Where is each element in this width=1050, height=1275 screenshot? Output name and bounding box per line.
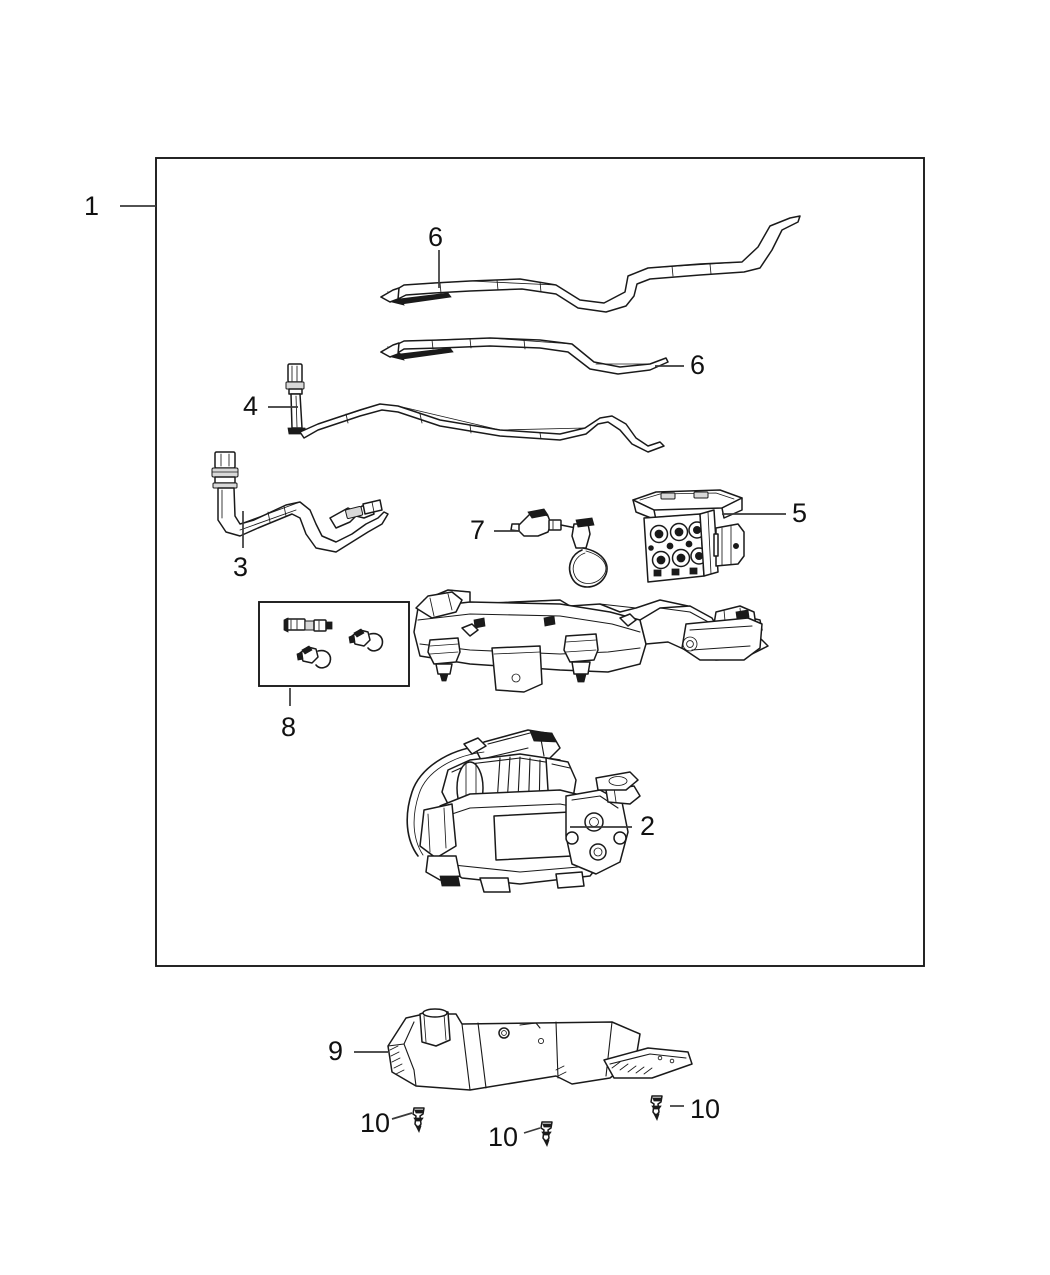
air-spring-center <box>563 633 599 683</box>
callout-6-air-line-upper: 6 <box>428 222 444 252</box>
callout-10-retainer-left-leader <box>391 1112 413 1120</box>
callout-10-retainer-center-leader <box>523 1127 541 1134</box>
part-4-air-tube <box>299 403 665 453</box>
callout-7-height-sensor: 7 <box>470 515 486 545</box>
part-10-retainer-center <box>540 1121 553 1148</box>
callout-8-fittings-kit: 8 <box>281 712 297 742</box>
air-spring-left <box>427 637 461 682</box>
part-2-air-compressor <box>406 729 641 893</box>
suspension-crossmember <box>413 589 769 693</box>
callout-1-assembly: 1 <box>84 191 100 221</box>
assembly-group-box <box>155 157 925 967</box>
callout-2-air-compressor: 2 <box>640 811 656 841</box>
callout-10-retainer-left: 10 <box>360 1108 391 1138</box>
part-7-ride-height-sensor <box>510 508 608 588</box>
part-4-valve-stem <box>285 363 308 435</box>
part-8-fittings-kit <box>258 601 410 687</box>
part-3-air-supply-hose <box>211 451 389 553</box>
callout-9-skid-shield: 9 <box>328 1036 344 1066</box>
part-5-solenoid-valve-block <box>632 489 745 583</box>
part-6-air-line-lower <box>380 337 669 375</box>
part-10-retainer-right <box>650 1095 663 1122</box>
callout-6-air-line-lower: 6 <box>690 350 706 380</box>
part-6-air-line-upper <box>380 215 801 313</box>
callout-5-valve-block: 5 <box>792 498 808 528</box>
callout-4-valve-stem: 4 <box>243 391 259 421</box>
callout-10-retainer-center: 10 <box>488 1122 519 1152</box>
callout-3-air-hose: 3 <box>233 552 249 582</box>
part-9-skid-shield <box>387 1008 693 1091</box>
part-10-retainer-left <box>412 1107 425 1134</box>
callout-10-retainer-right: 10 <box>690 1094 721 1124</box>
